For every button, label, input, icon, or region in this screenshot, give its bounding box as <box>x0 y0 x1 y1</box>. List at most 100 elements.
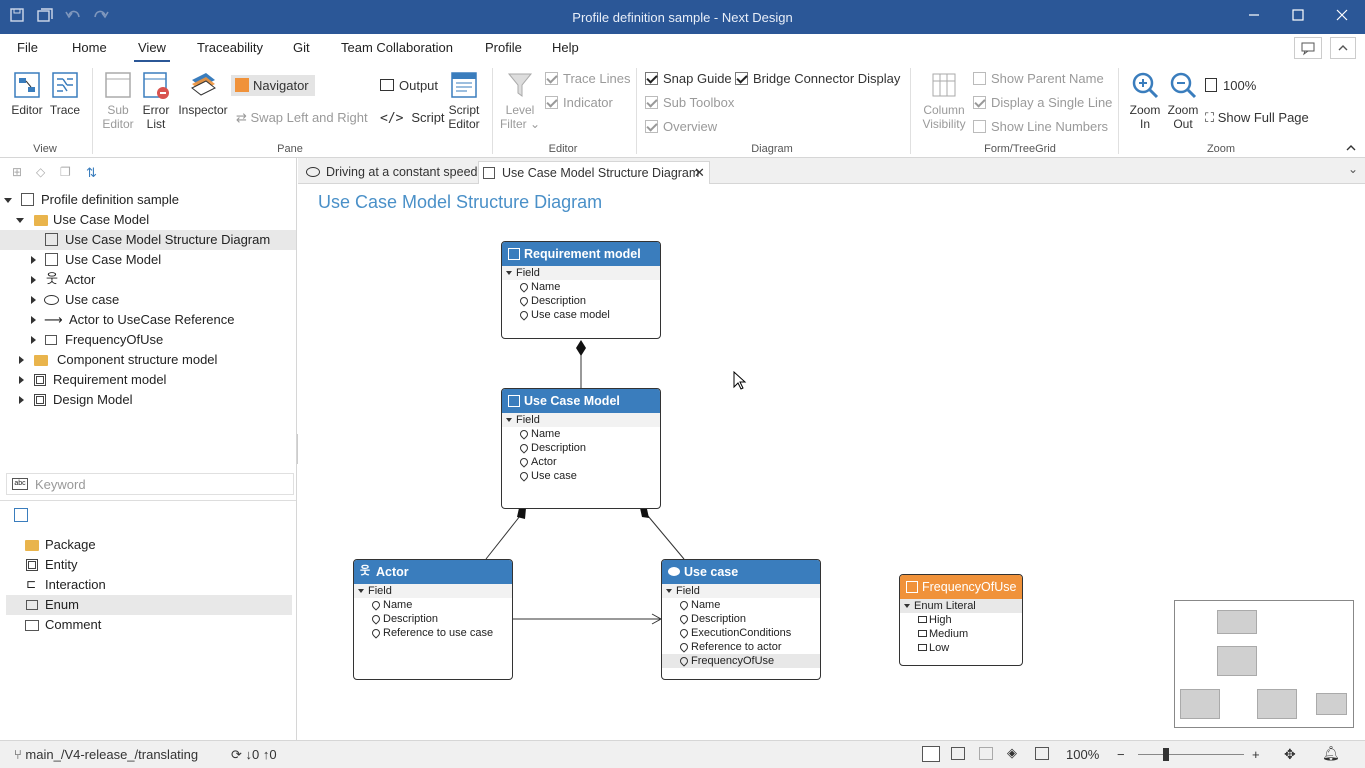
keyword-input[interactable] <box>35 476 285 492</box>
editor-button[interactable]: Editor <box>8 70 46 117</box>
menu-home[interactable]: Home <box>72 40 107 55</box>
overview-minimap[interactable] <box>1174 600 1354 728</box>
notification-bell-icon[interactable]: 🔔︎ <box>1322 745 1340 761</box>
inspector-button[interactable]: Inspector <box>176 70 230 117</box>
tree-item-actor-usecase-reference[interactable]: ⟶ Actor to UseCase Reference <box>0 310 296 330</box>
sync-status[interactable]: ⟳ ↓0 ↑0 <box>231 747 277 762</box>
settings-view-icon[interactable] <box>1035 747 1049 760</box>
zoom-slider-track[interactable] <box>1138 754 1244 755</box>
tree-item-requirement-model[interactable]: Requirement model <box>0 370 296 390</box>
field-item[interactable]: ExecutionConditions <box>662 626 820 640</box>
field-section[interactable]: Field <box>662 584 820 598</box>
close-tab-icon[interactable]: ✕ <box>694 165 705 180</box>
tab-structure-diagram[interactable]: Use Case Model Structure Diagram ✕ <box>478 161 710 184</box>
tree-item-structure-diagram[interactable]: Use Case Model Structure Diagram <box>0 230 296 250</box>
enum-literal-item[interactable]: Low <box>900 641 1022 655</box>
field-section[interactable]: Field <box>354 584 512 598</box>
tab-list-chevron-icon[interactable]: ⌄ <box>1348 162 1359 176</box>
field-item[interactable]: Description <box>502 441 660 455</box>
palette-item-entity[interactable]: Entity <box>0 555 296 575</box>
zoom-slider-thumb[interactable] <box>1163 748 1169 761</box>
display-single-line-checkbox[interactable]: Display a Single Line <box>973 95 1112 110</box>
zoom-out-status-icon[interactable]: − <box>1117 747 1125 762</box>
enum-literal-item[interactable]: Medium <box>900 627 1022 641</box>
tree-view-icon[interactable]: ⊞ <box>12 165 23 179</box>
navigator-button[interactable]: Navigator <box>231 75 315 96</box>
script-button[interactable]: </> Script <box>380 110 445 126</box>
field-item[interactable]: Name <box>662 598 820 612</box>
trace-button[interactable]: Trace <box>48 70 82 117</box>
tree-item-design-model[interactable]: Design Model <box>0 390 296 410</box>
palette-item-package[interactable]: Package <box>0 535 296 555</box>
field-section[interactable]: Field <box>502 413 660 427</box>
ribbon-collapse-icon[interactable] <box>1344 142 1358 157</box>
enum-literal-item[interactable]: High <box>900 613 1022 627</box>
tree-item-use-case-model-package[interactable]: Use Case Model <box>0 210 296 230</box>
palette-item-comment[interactable]: Comment <box>0 615 296 635</box>
palette-item-interaction[interactable]: ⊏ Interaction <box>26 577 106 592</box>
field-item[interactable]: Reference to actor <box>662 640 820 654</box>
sub-toolbox-checkbox[interactable]: Sub Toolbox <box>645 95 734 110</box>
zoom-in-status-icon[interactable]: + <box>1252 747 1260 762</box>
enum-literal-section[interactable]: Enum Literal <box>900 599 1022 613</box>
field-section[interactable]: Field <box>502 266 660 280</box>
minimize-button[interactable] <box>1232 0 1276 34</box>
show-full-page-button[interactable]: ⛶ Show Full Page <box>1205 110 1309 125</box>
filter-tree-icon[interactable]: ◇ <box>36 165 46 179</box>
field-item[interactable]: Use case model <box>502 308 660 322</box>
menu-help[interactable]: Help <box>552 40 579 55</box>
close-button[interactable] <box>1320 0 1364 34</box>
feedback-button[interactable] <box>1294 37 1322 59</box>
copy-icon[interactable]: ❐ <box>60 165 71 179</box>
save-all-icon[interactable] <box>36 8 54 26</box>
layout-left-icon[interactable] <box>922 746 940 762</box>
node-use-case-model[interactable]: Use Case Model Field Name Description Ac… <box>501 388 661 509</box>
tab-driving-constant-speed[interactable]: Driving at a constant speed <box>302 161 478 184</box>
menu-view[interactable]: View <box>134 40 170 63</box>
output-button[interactable]: Output <box>380 78 438 93</box>
field-item[interactable]: Actor <box>502 455 660 469</box>
branch-indicator[interactable]: ⑂ main_/V4-release_/translating <box>14 747 199 762</box>
redo-icon[interactable] <box>92 8 110 26</box>
swap-left-right-button[interactable]: ⇄ Swap Left and Right <box>236 110 368 125</box>
menu-file[interactable]: File <box>17 40 38 55</box>
bridge-connector-checkbox[interactable]: Bridge Connector Display <box>735 71 900 86</box>
trace-lines-checkbox[interactable]: Trace Lines <box>545 71 630 86</box>
field-item[interactable]: Description <box>354 612 512 626</box>
field-item[interactable]: Reference to use case <box>354 626 512 640</box>
field-item[interactable]: Use case <box>502 469 660 483</box>
layout-bottom-icon[interactable] <box>951 747 965 760</box>
overview-checkbox[interactable]: Overview <box>645 119 717 134</box>
field-item[interactable]: Name <box>502 280 660 294</box>
tree-item-component-structure[interactable]: Component structure model <box>0 350 296 370</box>
collapse-ribbon-button[interactable] <box>1330 37 1356 59</box>
indicator-checkbox[interactable]: Indicator <box>545 95 613 110</box>
tree-item-frequency-of-use[interactable]: FrequencyOfUse <box>0 330 296 350</box>
menu-profile[interactable]: Profile <box>485 40 522 55</box>
palette-icon[interactable] <box>14 508 28 522</box>
zoom-level-button[interactable]: 100% <box>1205 78 1256 93</box>
menu-traceability[interactable]: Traceability <box>197 40 263 55</box>
layout-right-icon[interactable] <box>979 747 993 760</box>
fit-icon[interactable]: ✥ <box>1284 746 1296 762</box>
layers-icon[interactable]: ◈ <box>1007 745 1017 760</box>
field-item[interactable]: Description <box>502 294 660 308</box>
tree-item-use-case[interactable]: Use case <box>0 290 296 310</box>
tree-item-actor[interactable]: 웃 Actor <box>0 270 296 290</box>
node-requirement-model[interactable]: Requirement model Field Name Description… <box>501 241 661 339</box>
node-use-case[interactable]: Use case Field Name Description Executio… <box>661 559 821 680</box>
sync-icon[interactable]: ⇅ <box>86 165 97 180</box>
node-frequency-of-use[interactable]: FrequencyOfUse Enum Literal High Medium … <box>899 574 1023 666</box>
show-line-numbers-checkbox[interactable]: Show Line Numbers <box>973 119 1108 134</box>
snap-guide-checkbox[interactable]: Snap Guide <box>645 71 732 86</box>
show-parent-name-checkbox[interactable]: Show Parent Name <box>973 71 1104 86</box>
menu-git[interactable]: Git <box>293 40 310 55</box>
tree-item-use-case-model[interactable]: Use Case Model <box>0 250 296 270</box>
